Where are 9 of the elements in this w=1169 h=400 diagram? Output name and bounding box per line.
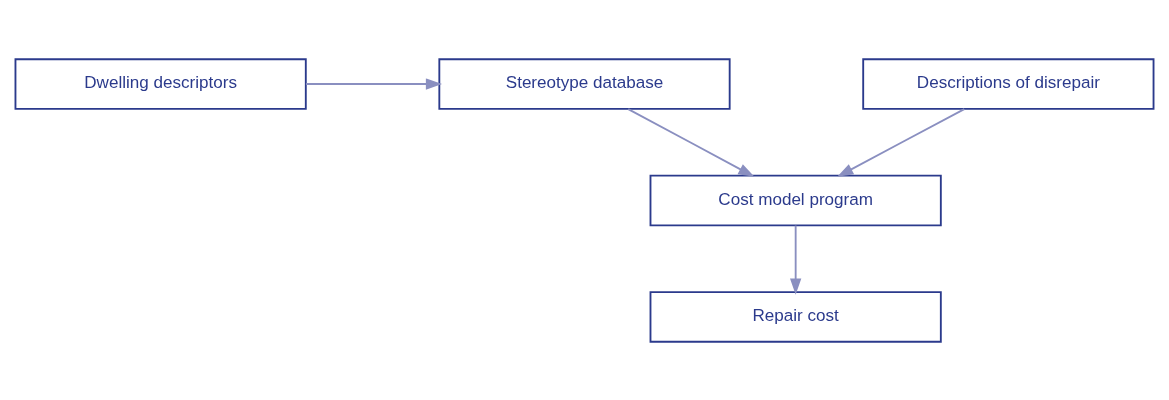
- arrow: [305, 77, 443, 90]
- arrow: [790, 224, 802, 295]
- arrow: [837, 107, 966, 177]
- arrow: [627, 107, 755, 177]
- node-box: Repair cost: [649, 290, 942, 343]
- node-box: Dwelling descriptors: [14, 57, 307, 110]
- node-box: Cost model program: [649, 174, 942, 226]
- node-box: Descriptions of disrepair: [862, 57, 1155, 110]
- node-box: Stereotype database: [438, 57, 731, 110]
